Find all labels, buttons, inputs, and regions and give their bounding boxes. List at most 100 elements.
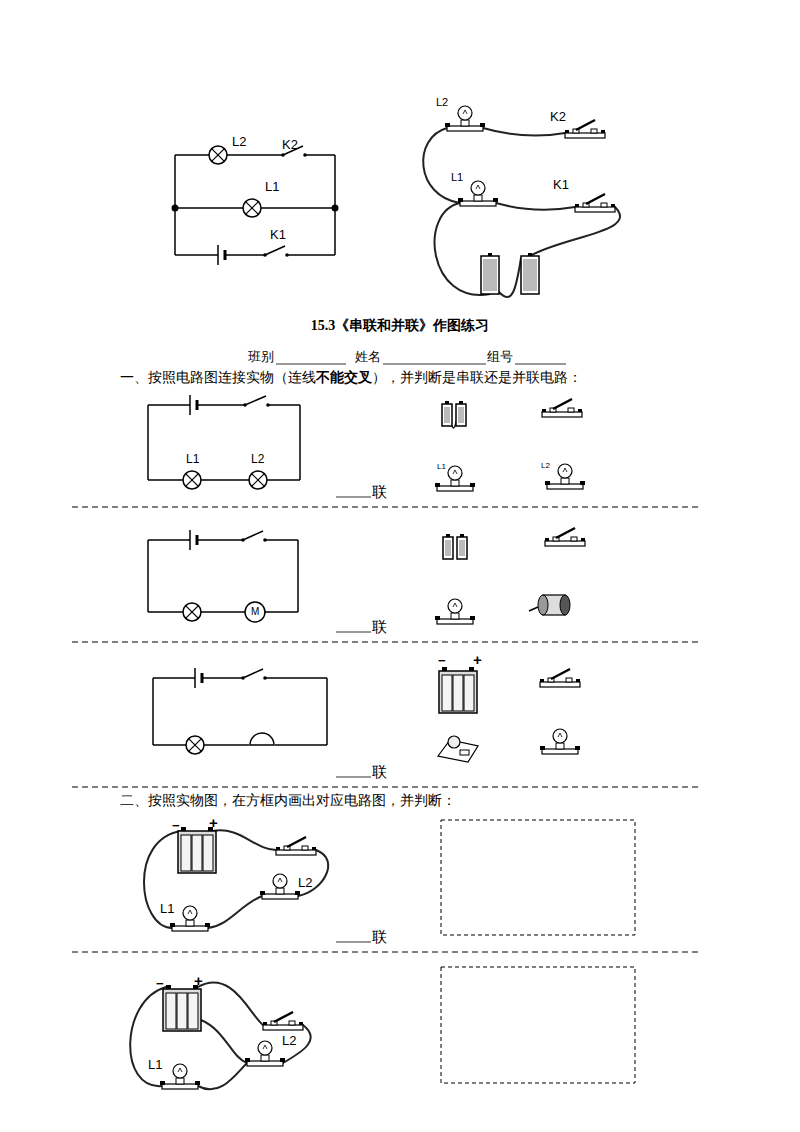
- wire: [175, 254, 335, 256]
- battery-plate: [224, 250, 227, 260]
- terminal: [435, 616, 440, 620]
- lamp-holder: [451, 613, 459, 619]
- battery-label: [459, 540, 465, 556]
- wire: [147, 405, 149, 480]
- terminal: [195, 1081, 200, 1085]
- lamp-holder: [276, 888, 284, 894]
- switch-clip: [591, 129, 597, 133]
- terminal: [601, 130, 605, 133]
- switch-blade: [243, 531, 263, 540]
- battery-plate: [189, 530, 191, 550]
- component-label: L2: [436, 96, 448, 108]
- battery-cell: [443, 537, 453, 559]
- lamp-base: [437, 619, 473, 624]
- worksheet-title: 15.3《串联和并联》作图练习: [0, 318, 800, 333]
- battery-label: [445, 540, 451, 556]
- lamp-symbol: [183, 603, 201, 621]
- filament: [463, 110, 465, 114]
- terminal: [581, 538, 585, 541]
- terminal: [545, 481, 550, 485]
- battery-plate: [189, 395, 191, 415]
- switch-base: [545, 541, 585, 546]
- polarity-mark: +: [473, 652, 482, 669]
- component-label: L1: [437, 463, 446, 472]
- lamp-holder: [474, 195, 482, 201]
- lamp-cross: [246, 202, 259, 215]
- switch-base: [276, 850, 316, 855]
- terminal: [575, 746, 580, 750]
- terminal: [445, 123, 450, 127]
- battery-cell: [442, 404, 452, 426]
- terminal: [260, 891, 265, 895]
- lead-wire: [144, 831, 182, 928]
- component-label: L2: [251, 453, 264, 466]
- terminal: [280, 1058, 285, 1062]
- switch-clip: [601, 203, 607, 207]
- terminal: [435, 483, 440, 487]
- battery-cell: [464, 675, 474, 711]
- wire: [152, 678, 154, 745]
- lamp-cross: [189, 739, 202, 752]
- blank-line: [336, 632, 371, 633]
- terminal: [458, 198, 463, 202]
- battery-plate: [217, 245, 219, 265]
- lamp-base: [262, 894, 298, 899]
- lamp-base: [460, 201, 496, 206]
- component-label: L2: [298, 876, 312, 890]
- wire: [148, 404, 300, 406]
- lead-wire: [208, 896, 262, 928]
- battery-plate: [201, 673, 204, 683]
- component-label: K2: [550, 110, 566, 124]
- lead-wire: [198, 1063, 247, 1089]
- wire: [299, 405, 301, 480]
- battery-cell: [521, 256, 539, 294]
- lamp-base: [542, 749, 578, 754]
- bell-symbol: [250, 733, 274, 745]
- battery-cell: [442, 675, 452, 711]
- battery-plate: [194, 668, 196, 688]
- lamp-base: [547, 484, 583, 489]
- motor-end: [560, 595, 570, 615]
- battery-cell: [192, 835, 202, 871]
- battery-cap: [459, 401, 463, 404]
- battery-label: [444, 407, 450, 423]
- component-label: K1: [553, 178, 569, 192]
- switch-base: [575, 207, 615, 212]
- filament: [558, 733, 560, 737]
- battery-cap: [488, 253, 492, 256]
- terminal: [576, 679, 580, 682]
- bulb: [258, 1041, 272, 1055]
- lamp-cross: [252, 474, 265, 487]
- lamp-holder: [556, 743, 564, 749]
- lamp-holder: [176, 1078, 184, 1084]
- terminal: [470, 483, 475, 487]
- component-label: L1: [148, 1058, 162, 1072]
- terminal: [276, 847, 280, 850]
- component-label: L1: [451, 171, 463, 183]
- switch-base: [542, 412, 582, 417]
- switch-contact: [285, 253, 289, 257]
- switch-blade: [245, 396, 266, 405]
- switch-base: [565, 133, 605, 138]
- lead-wire: [530, 207, 620, 256]
- wire: [297, 540, 299, 612]
- terminal: [295, 891, 300, 895]
- lamp-cross: [186, 474, 199, 487]
- filament: [265, 1045, 267, 1049]
- terminal: [480, 123, 485, 127]
- filament: [180, 1068, 182, 1072]
- terminal: [540, 679, 544, 682]
- drawing-box: [441, 967, 635, 1083]
- field-label: 组号: [487, 350, 513, 364]
- wire: [153, 744, 327, 746]
- terminal: [299, 1022, 303, 1025]
- battery-label: [523, 259, 537, 291]
- drawing-box: [441, 820, 635, 935]
- terminal: [160, 1081, 165, 1085]
- lamp-symbol: [183, 471, 201, 489]
- filament: [565, 468, 567, 472]
- polarity-mark: −: [172, 819, 180, 833]
- lead-wire: [499, 258, 521, 297]
- lead-wire: [298, 850, 328, 896]
- motor-shaft: [529, 607, 538, 611]
